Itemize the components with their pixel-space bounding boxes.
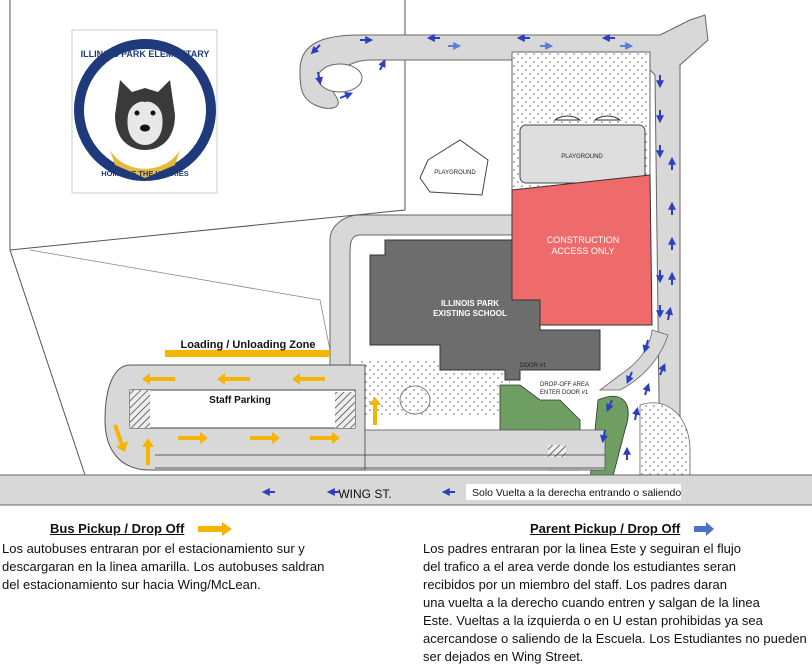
right-turn-note-bg <box>466 484 681 500</box>
parent-legend-line: ser dejados en Wing Street. <box>423 649 584 664</box>
bus-legend-line: del estacionamiento sur hacia Wing/McLea… <box>2 577 261 592</box>
dropoff-label-line2: ENTER DOOR #1 <box>540 390 589 396</box>
basketball-key-left <box>553 115 582 121</box>
basketball-key-right <box>593 115 622 121</box>
wing-street-label: WING ST. <box>338 487 391 501</box>
parent-flow-arrows <box>261 34 676 496</box>
loading-zone-label: Loading / Unloading Zone <box>180 339 315 351</box>
playground-north <box>419 139 489 196</box>
bus-legend-line: descargaran en la linea amarilla. Los au… <box>2 559 325 574</box>
existing-school-building <box>369 239 601 381</box>
dropoff-label-line1: DROP-OFF AREA <box>540 382 589 388</box>
playground-north-label: PLAYGROUND <box>434 170 476 176</box>
school-logo: ILLINOIS PARK ELEMENTARY HOME OF THE HUS… <box>71 29 218 194</box>
staff-parking-label: Staff Parking <box>209 395 271 406</box>
parent-legend-line: Este. Vueltas a la izquierda o en U esta… <box>423 613 763 628</box>
landscape-blob <box>399 385 431 415</box>
property-line-north <box>9 0 406 251</box>
bus-legend-line: Los autobuses entraran por el estacionam… <box>2 541 305 556</box>
loop-island <box>317 63 363 93</box>
logo-top-text: ILLINOIS PARK ELEMENTARY <box>81 49 210 59</box>
school-label-line2: EXISTING SCHOOL <box>433 309 507 318</box>
bus-legend-arrow-icon <box>198 522 232 536</box>
parent-legend-arrow-icon <box>694 522 714 536</box>
bus-legend-title: Bus Pickup / Drop Off <box>50 521 185 536</box>
construction-zone <box>511 174 653 326</box>
south-drive <box>364 429 606 471</box>
parent-legend-text: Los padres entraran por la linea Este y … <box>423 540 809 666</box>
logo-bottom-text: HOME OF THE HUSKIES <box>101 169 189 178</box>
loading-zone-line <box>165 350 330 357</box>
construction-label-line2: ACCESS ONLY <box>551 246 614 256</box>
playground-court-label: PLAYGROUND <box>561 154 603 160</box>
staff-parking-island <box>129 389 356 429</box>
parent-legend-line: recibidos por un miembro del staff. Los … <box>423 577 727 592</box>
west-connector-road <box>329 214 516 381</box>
landscape-east <box>639 402 691 476</box>
parent-legend-line: una vuelta a la derecho cuando entren y … <box>423 595 760 610</box>
door1-label: DOOR #1 <box>520 363 547 369</box>
parking-stalls <box>155 454 605 469</box>
right-turn-note: Solo Vuelta a la derecha entrando o sali… <box>472 487 681 499</box>
wing-street <box>0 475 812 505</box>
staff-parking-hatch-left <box>130 390 150 428</box>
property-line-interior <box>29 249 331 351</box>
parent-legend-line: del trafico a el area verde donde los es… <box>423 559 736 574</box>
construction-label-line1: CONSTRUCTION <box>547 235 620 245</box>
school-label-line1: ILLINOIS PARK <box>441 299 499 308</box>
staff-parking-hatch-right <box>335 392 355 428</box>
bus-flow-arrows <box>113 373 381 465</box>
south-drive-hatch <box>548 445 566 457</box>
site-map: PLAYGROUND PLAYGROUND ILLINOIS PARK EXIS… <box>0 0 812 506</box>
bus-legend-text: Los autobuses entraran por el estacionam… <box>2 540 382 594</box>
logo-ribbon <box>110 150 180 178</box>
parent-legend-title: Parent Pickup / Drop Off <box>530 521 681 536</box>
parent-legend-line: Los padres entraran por la linea Este y … <box>423 541 741 556</box>
parent-legend-line: acercandose o saliendo de la Escuela. Lo… <box>423 631 807 646</box>
